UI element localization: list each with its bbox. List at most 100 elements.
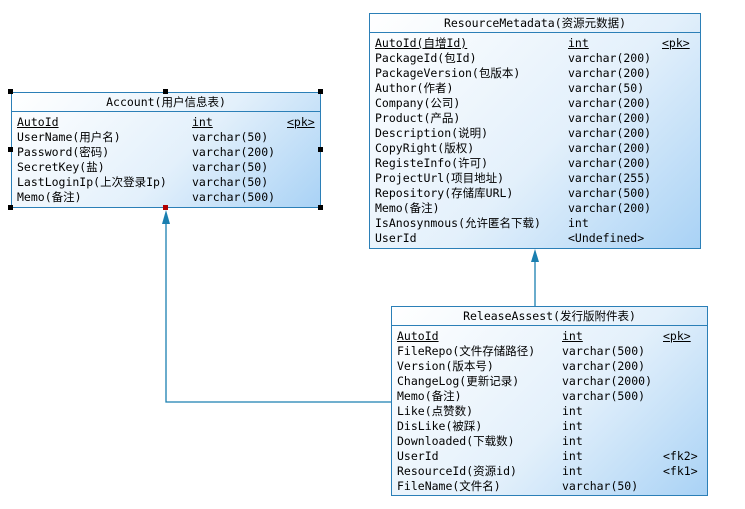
column-row[interactable]: UserName(用户名) varchar(50) <box>17 130 320 145</box>
column-row[interactable]: Downloaded(下载数) int <box>397 434 707 449</box>
selection-handle[interactable] <box>318 205 323 210</box>
column-type: varchar(50) <box>192 160 269 174</box>
column-name: FileRepo(文件存储路径) <box>397 344 536 358</box>
arrowhead-account <box>162 210 170 224</box>
column-name: UserName(用户名) <box>17 130 121 144</box>
entity-resource-metadata[interactable]: ResourceMetadata(资源元数据) AutoId(自增Id)int<… <box>369 13 701 249</box>
column-type: varchar(200) <box>568 51 652 65</box>
selection-handle[interactable] <box>8 147 13 152</box>
column-row[interactable]: Repository(存储库URL) varchar(500) <box>375 186 700 201</box>
selection-handle[interactable] <box>8 205 13 210</box>
column-type: int <box>562 329 583 343</box>
column-row[interactable]: ChangeLog(更新记录) varchar(2000) <box>397 374 707 389</box>
entity-columns: AutoId int <pk>FileRepo(文件存储路径)varchar(500… <box>392 326 707 494</box>
column-row[interactable]: Description(说明)varchar(200) <box>375 126 700 141</box>
column-type: varchar(200) <box>568 111 652 125</box>
column-name: Memo(备注) <box>397 389 462 403</box>
column-type: int <box>568 216 589 230</box>
column-row[interactable]: Like(点赞数) int <box>397 404 707 419</box>
column-key: <pk> <box>662 36 690 50</box>
column-row[interactable]: Memo(备注)varchar(500) <box>17 190 320 205</box>
column-name: FileName(文件名) <box>397 479 501 493</box>
column-row[interactable]: Product(产品) varchar(200) <box>375 111 700 126</box>
column-name: RegisteInfo(许可) <box>375 156 489 170</box>
selection-handle[interactable] <box>163 205 168 210</box>
column-key: <pk> <box>287 115 315 129</box>
column-row[interactable]: SecretKey(盐) varchar(50) <box>17 160 320 175</box>
column-row[interactable]: RegisteInfo(许可) varchar(200) <box>375 156 700 171</box>
column-type: varchar(500) <box>192 190 276 204</box>
column-row[interactable]: PackageVersion(包版本) varchar(200) <box>375 66 700 81</box>
column-row[interactable]: FileName(文件名)varchar(50) <box>397 479 707 494</box>
selection-handle[interactable] <box>163 89 168 94</box>
column-row[interactable]: Author(作者) varchar(50) <box>375 81 700 96</box>
column-key: <pk> <box>663 329 691 343</box>
column-type: varchar(50) <box>568 81 645 95</box>
selection-handle[interactable] <box>318 147 323 152</box>
selection-handle[interactable] <box>318 89 323 94</box>
column-type: <Undefined> <box>568 231 645 245</box>
column-name: Author(作者) <box>375 81 454 95</box>
column-name: Repository(存储库URL) <box>375 186 514 200</box>
column-name: DisLike(被踩) <box>397 419 483 433</box>
entity-columns: AutoId(自增Id)int<pk>PackageId(包Id)varchar… <box>370 33 700 246</box>
column-name: Product(产品) <box>375 111 461 125</box>
column-row[interactable]: Password(密码) varchar(200) <box>17 145 320 160</box>
column-key: <fk2> <box>663 449 698 463</box>
column-type: int <box>562 434 583 448</box>
column-name: ProjectUrl(项目地址) <box>375 171 505 185</box>
selection-handle[interactable] <box>8 89 13 94</box>
column-name: ChangeLog(更新记录) <box>397 374 520 388</box>
entity-title: ReleaseAssest(发行版附件表) <box>392 307 707 326</box>
connector-release-to-account[interactable] <box>165 224 391 403</box>
column-row[interactable]: ProjectUrl(项目地址)varchar(255) <box>375 171 700 186</box>
column-row[interactable]: LastLoginIp(上次登录Ip) varchar(50) <box>17 175 320 190</box>
column-type: int <box>562 404 583 418</box>
column-type: int <box>562 464 583 478</box>
column-type: varchar(500) <box>568 186 652 200</box>
column-row[interactable]: Memo(备注)varchar(500) <box>397 389 707 404</box>
column-name: UserId <box>397 449 439 463</box>
column-row[interactable]: Company(公司)varchar(200) <box>375 96 700 111</box>
arrowhead-resource <box>531 249 539 262</box>
column-name: Downloaded(下载数) <box>397 434 515 448</box>
column-type: varchar(200) <box>568 126 652 140</box>
column-row[interactable]: ResourceId(资源id)int<fk1> <box>397 464 707 479</box>
column-row[interactable]: DisLike(被踩) int <box>397 419 707 434</box>
column-row[interactable]: AutoId(自增Id)int<pk> <box>375 36 700 51</box>
column-row[interactable]: PackageId(包Id) varchar(200) <box>375 51 700 66</box>
column-name: CopyRight(版权) <box>375 141 475 155</box>
column-name: Version(版本号) <box>397 359 494 373</box>
column-type: varchar(50) <box>192 130 269 144</box>
column-type: varchar(2000) <box>562 374 653 388</box>
column-name: AutoId <box>397 329 439 343</box>
column-name: LastLoginIp(上次登录Ip) <box>17 175 167 189</box>
column-name: Like(点赞数) <box>397 404 474 418</box>
column-name: SecretKey(盐) <box>17 160 105 174</box>
column-name: PackageVersion(包版本) <box>375 66 521 80</box>
column-row[interactable]: UserId<Undefined> <box>375 231 700 246</box>
column-type: int <box>568 36 589 50</box>
column-type: varchar(200) <box>192 145 276 159</box>
column-type: varchar(200) <box>568 156 652 170</box>
column-type: varchar(50) <box>192 175 269 189</box>
column-name: Password(密码) <box>17 145 110 159</box>
column-row[interactable]: CopyRight(版权)varchar(200) <box>375 141 700 156</box>
column-name: AutoId <box>17 115 59 129</box>
column-name: PackageId(包Id) <box>375 51 477 65</box>
column-row[interactable]: AutoId int <pk> <box>397 329 707 344</box>
column-type: varchar(200) <box>568 66 652 80</box>
column-row[interactable]: Version(版本号) varchar(200) <box>397 359 707 374</box>
column-type: varchar(200) <box>562 359 646 373</box>
column-row[interactable]: FileRepo(文件存储路径)varchar(500) <box>397 344 707 359</box>
column-type: varchar(200) <box>568 201 652 215</box>
column-row[interactable]: IsAnosynmous(允许匿名下载)int <box>375 216 700 231</box>
column-type: int <box>562 419 583 433</box>
column-row[interactable]: Memo(备注)varchar(200) <box>375 201 700 216</box>
